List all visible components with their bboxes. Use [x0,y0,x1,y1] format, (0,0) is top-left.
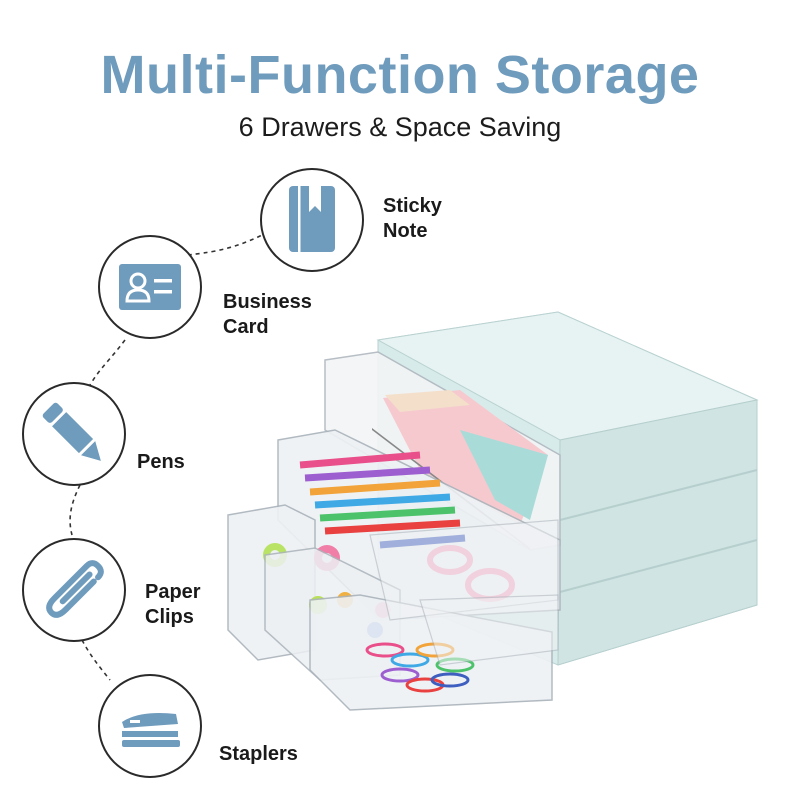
sticky-note-bubble [260,168,364,272]
staplers-label: Staplers [219,743,298,765]
page-subtitle: 6 Drawers & Space Saving [238,112,562,142]
page-title: Multi-Function Storage [100,45,700,105]
pens-label: Pens [137,451,185,473]
pens-bubble [22,382,126,486]
bookmark-icon [289,186,335,252]
sticky-note-label: Sticky Note [383,195,442,242]
paper-clips-label: Paper Clips [145,581,201,628]
paper-clips-bubble [22,538,126,642]
paper-clip-icon [46,560,104,618]
pencil-icon [42,402,101,461]
staplers-bubble [98,674,202,778]
business-card-icon [119,264,181,310]
business-card-label: Business Card [223,291,312,338]
business-card-bubble [98,235,202,339]
stapler-icon [122,713,180,747]
